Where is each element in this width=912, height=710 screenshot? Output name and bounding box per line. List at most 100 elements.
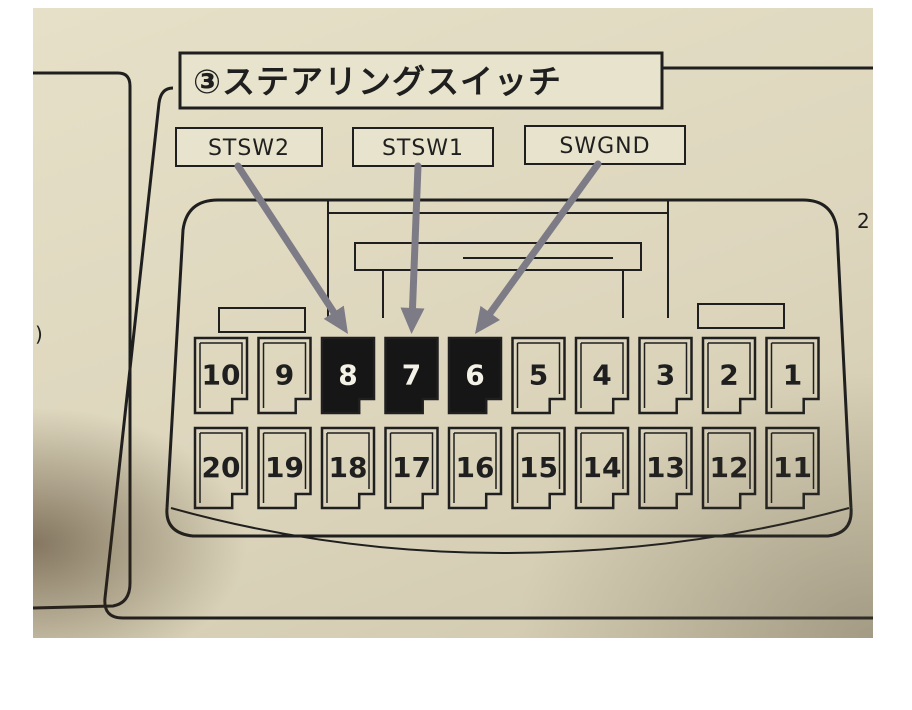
pin-4: 4	[574, 336, 630, 415]
pin-9-label: 9	[275, 359, 294, 392]
callout-stsw1: STSW1	[352, 127, 494, 167]
pin-row-bottom: 20 19 18 17 16 15 14 13 12 11	[193, 426, 820, 510]
pin-17-cavity	[384, 426, 439, 510]
callout-stsw2-label: STSW2	[208, 136, 290, 161]
pin-19-label: 19	[265, 451, 304, 484]
housing-inner-curve	[170, 507, 850, 555]
pin-20: 20	[193, 426, 249, 510]
pin-2-label: 2	[719, 359, 738, 392]
pin-3: 3	[638, 336, 693, 415]
pin-11-label: 11	[773, 451, 812, 484]
pin-13-inner	[643, 432, 688, 503]
callout-stsw1-label: STSW1	[382, 136, 464, 161]
left-edge-text: )	[35, 322, 43, 346]
pin-row-top: 10 9 8 7 6 5 4 3 2 1	[193, 336, 820, 415]
pin-12: 12	[701, 426, 757, 510]
callout-swgnd-label: SWGND	[559, 134, 650, 159]
pin-20-inner	[199, 432, 243, 503]
pin-18-inner	[326, 432, 370, 503]
left-panel-border	[33, 71, 132, 610]
pin-3-inner	[643, 342, 688, 408]
pin-10-inner	[199, 342, 243, 408]
pin-13-cavity	[638, 426, 693, 510]
callout-swgnd: SWGND	[524, 125, 686, 165]
pin-15-inner	[516, 432, 561, 503]
callout-labels: STSW2 STSW1 SWGND	[175, 125, 686, 167]
pin-19-cavity	[257, 426, 312, 510]
pin-14-label: 14	[583, 451, 622, 484]
pin-1-label: 1	[783, 359, 802, 392]
pin-7-cavity	[384, 336, 439, 415]
pin-14: 14	[574, 426, 630, 510]
arrow-stsw2	[234, 162, 348, 334]
pin-2-inner	[707, 342, 751, 408]
pin-13: 13	[638, 426, 693, 510]
pin-10-label: 10	[202, 359, 241, 392]
pin-15-label: 15	[519, 451, 558, 484]
pin-6-cavity	[447, 336, 503, 415]
pin-15: 15	[511, 426, 566, 510]
connector-diagram-photo: ) 2 ③ステアリングスイッチ STSW2 STSW1 SWGND	[33, 8, 873, 638]
pin-6-label: 6	[465, 359, 484, 392]
pin-12-inner	[707, 432, 751, 503]
callout-arrows	[234, 160, 602, 334]
pin-17-inner	[389, 432, 434, 503]
pin-9-inner	[262, 342, 307, 408]
pin-9-cavity	[257, 336, 312, 415]
pin-10-cavity	[193, 336, 249, 415]
pin-7: 7	[384, 336, 439, 415]
pin-20-label: 20	[202, 451, 241, 484]
pin-4-inner	[580, 342, 624, 408]
pin-12-cavity	[701, 426, 757, 510]
connector-latch	[327, 200, 669, 318]
pin-19: 19	[257, 426, 312, 510]
pin-17: 17	[384, 426, 439, 510]
pin-2: 2	[701, 336, 757, 415]
pin-9: 9	[257, 336, 312, 415]
left-key-slot	[218, 307, 306, 333]
pin-18-label: 18	[329, 451, 368, 484]
main-panel-border	[103, 66, 873, 620]
pin-16-inner	[453, 432, 497, 503]
pin-10: 10	[193, 336, 249, 415]
pin-5-label: 5	[529, 359, 548, 392]
pin-5-cavity	[511, 336, 566, 415]
pin-12-label: 12	[710, 451, 749, 484]
pin-15-cavity	[511, 426, 566, 510]
pin-4-label: 4	[592, 359, 611, 392]
pin-8-label: 8	[338, 359, 357, 392]
pin-1-inner	[770, 342, 815, 408]
title-box	[178, 51, 664, 110]
pin-11: 11	[765, 426, 820, 510]
pin-6: 6	[447, 336, 503, 415]
pin-5-inner	[516, 342, 561, 408]
diagram-title: ③ステアリングスイッチ	[193, 62, 562, 101]
pin-17-label: 17	[392, 451, 431, 484]
pin-3-cavity	[638, 336, 693, 415]
pin-11-inner	[770, 432, 815, 503]
right-key-slot	[697, 303, 785, 329]
pin-4-cavity	[574, 336, 630, 415]
pin-11-cavity	[765, 426, 820, 510]
pin-19-inner	[262, 432, 307, 503]
pin-14-cavity	[574, 426, 630, 510]
connector-diagram: ) 2 ③ステアリングスイッチ STSW2 STSW1 SWGND	[33, 51, 873, 620]
arrow-stsw1	[400, 162, 425, 334]
connector-housing	[165, 198, 853, 538]
pin-7-label: 7	[402, 359, 421, 392]
callout-stsw2: STSW2	[175, 127, 323, 167]
pin-16-label: 16	[456, 451, 495, 484]
arrow-swgnd	[475, 160, 602, 334]
pin-2-cavity	[701, 336, 757, 415]
pin-18-cavity	[320, 426, 376, 510]
pin-1-cavity	[765, 336, 820, 415]
pin-3-label: 3	[656, 359, 675, 392]
pin-13-label: 13	[646, 451, 685, 484]
pin-18: 18	[320, 426, 376, 510]
pin-20-cavity	[193, 426, 249, 510]
pin-16: 16	[447, 426, 503, 510]
pin-8-cavity	[320, 336, 376, 415]
pin-8: 8	[320, 336, 376, 415]
pin-5: 5	[511, 336, 566, 415]
pin-1: 1	[765, 336, 820, 415]
